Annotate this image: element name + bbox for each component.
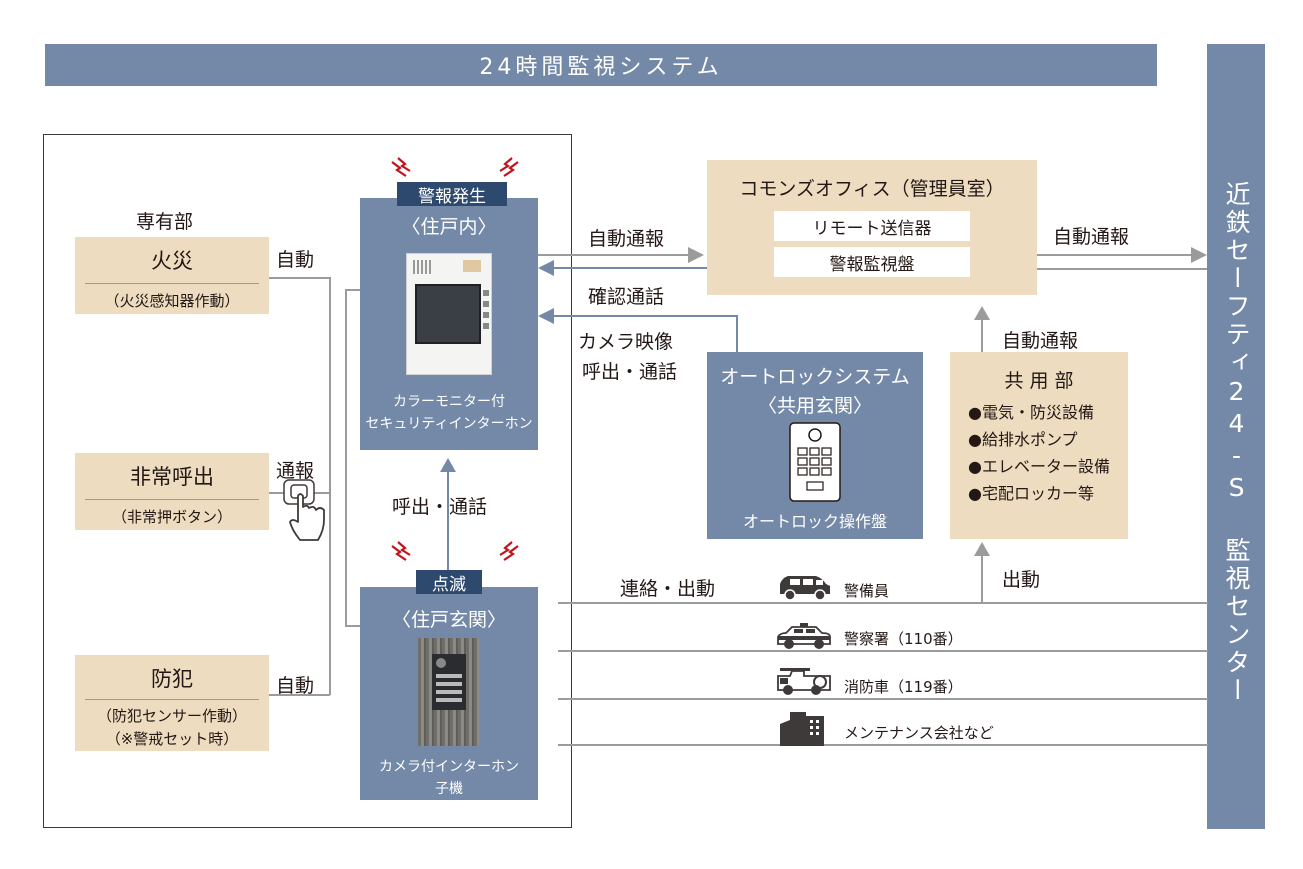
emergency-sub: （非常押ボタン） [111, 508, 232, 526]
auto-notify-arrow-1-line [538, 254, 690, 256]
company-building-icon [780, 712, 824, 746]
office-box: コモンズオフィス（管理員室） リモート送信器 警報監視盤 [707, 160, 1037, 295]
responder-fire-dept: 消防車（119番） [844, 678, 963, 696]
push-button-icon [283, 479, 325, 541]
call-talk-label-2: 呼出・通話 [582, 361, 678, 383]
call-talk-label: 呼出・通話 [392, 496, 488, 518]
up-arrow-icon [440, 458, 456, 472]
emergency-action: 通報 [276, 460, 315, 482]
crime-sub1: （防犯センサー作動） [96, 707, 247, 725]
common-area-box: 共 用 部 ●電気・防災設備 ●給排水ポンプ ●エレベーター設備 ●宅配ロッカー… [950, 352, 1128, 539]
security-car-icon [780, 576, 830, 601]
autolock-arrow-vertical [736, 315, 738, 353]
door-unit-caption2: 子機 [435, 781, 463, 797]
alert-spark-icon [391, 157, 519, 177]
indoor-unit-caption2: セキュリティインターホン [365, 416, 533, 432]
fire-action: 自動 [276, 249, 315, 271]
autolock-keypad-icon [789, 422, 841, 502]
fire-truck-icon [777, 668, 831, 695]
up-arrow-icon-3 [974, 542, 990, 556]
camera-video-label: カメラ映像 [578, 331, 674, 353]
auto-notify-label-3: 自動通報 [1002, 330, 1079, 352]
police-car-icon [777, 623, 831, 649]
private-area-frame [43, 134, 572, 828]
common-area-item: ●給排水ポンプ [968, 430, 1078, 449]
confirm-call-arrow-line [552, 267, 708, 269]
remote-transmitter: リモート送信器 [774, 211, 970, 241]
dispatch-label: 出動 [1002, 569, 1041, 591]
fire-title: 火災 [151, 249, 193, 273]
indoor-unit-title: 〈住戸内〉 [401, 216, 497, 238]
inner-vertical-connector [345, 289, 347, 626]
crime-connector [268, 694, 330, 696]
fire-connector [268, 277, 330, 279]
door-intercom-icon [418, 638, 480, 746]
indoor-monitor-icon [406, 253, 492, 375]
common-area-item: ●エレベーター設備 [968, 457, 1110, 476]
common-area-item: ●電気・防災設備 [968, 403, 1094, 422]
autolock-sub: 〈共用玄関〉 [757, 395, 872, 417]
door-unit-title: 〈住戸玄関〉 [391, 609, 506, 631]
alarm-monitor-panel: 警報監視盤 [774, 247, 970, 277]
responder-guard: 警備員 [844, 582, 890, 600]
emergency-box: 非常呼出 （非常押ボタン） [75, 453, 269, 530]
left-arrow-icon [538, 260, 554, 276]
fire-box: 火災 （火災感知器作動） [75, 237, 269, 314]
crime-title: 防犯 [151, 667, 193, 691]
monitoring-center-bar: 近鉄セーフティ24-S 監視センター [1207, 44, 1265, 829]
maintenance-line [558, 744, 1208, 746]
auto-notify-label-1: 自動通報 [588, 228, 665, 250]
monitoring-center-title: 近鉄セーフティ24-S 監視センター [1222, 181, 1251, 705]
right-arrow-icon [688, 247, 704, 263]
alarm-badge: 警報発生 [397, 182, 507, 207]
common-area-item: ●宅配ロッカー等 [968, 484, 1094, 503]
autolock-caption: オートロック操作盤 [742, 512, 887, 531]
fire-divider [85, 283, 259, 284]
office-title: コモンズオフィス（管理員室） [739, 178, 1005, 200]
indoor-unit-caption1: カラーモニター付 [393, 394, 505, 410]
confirm-call-label: 確認通話 [588, 286, 665, 308]
left-arrow-icon-2 [538, 308, 554, 324]
private-area-label: 専有部 [136, 211, 194, 233]
common-area-title: 共 用 部 [1004, 370, 1074, 392]
door-unit-caption1: カメラ付インターホン [379, 759, 519, 775]
autolock-title: オートロックシステム [720, 366, 910, 388]
door-unit-panel: 〈住戸玄関〉 カメラ付インターホン 子機 [360, 587, 538, 800]
emergency-divider [85, 499, 259, 500]
up-arrow-icon-2 [974, 306, 990, 320]
responder-maintenance: メンテナンス会社など [844, 724, 994, 742]
fire-dept-line [558, 698, 1208, 700]
contact-dispatch-label: 連絡・出動 [620, 578, 716, 600]
auto-notify-arrow-2-line [1037, 254, 1193, 256]
autolock-arrow-horizontal [552, 315, 738, 317]
dispatch-arrow-line [981, 555, 983, 603]
indoor-unit-panel: 〈住戸内〉 カラーモニター付 セキュリティインターホン [360, 198, 538, 450]
call-talk-arrow-line [447, 470, 449, 572]
crime-box: 防犯 （防犯センサー作動） （※警戒セット時） [75, 655, 269, 751]
left-vertical-connector [329, 277, 331, 695]
fire-sub: （火災感知器作動） [104, 292, 240, 310]
guard-line [558, 602, 1208, 604]
office-center-line [1037, 268, 1207, 270]
system-banner: 24時間監視システム [45, 44, 1157, 86]
responder-police: 警察署（110番） [844, 630, 963, 648]
auto-notify-label-2: 自動通報 [1053, 226, 1130, 248]
inner-top-connector [345, 289, 360, 291]
common-office-arrow-line [981, 318, 983, 352]
common-area-list: ●電気・防災設備 ●給排水ポンプ ●エレベーター設備 ●宅配ロッカー等 [968, 399, 1110, 507]
autolock-panel: オートロックシステム 〈共用玄関〉 オートロック操作盤 [707, 352, 923, 539]
inner-bottom-connector [345, 625, 360, 627]
police-line [558, 650, 1208, 652]
crime-action: 自動 [276, 675, 315, 697]
blink-badge: 点滅 [416, 570, 482, 595]
crime-divider [85, 699, 259, 700]
blink-spark-icon [391, 541, 519, 561]
right-arrow-icon-2 [1191, 247, 1207, 263]
emergency-title: 非常呼出 [130, 465, 214, 489]
crime-sub2: （※警戒セット時） [105, 730, 239, 748]
